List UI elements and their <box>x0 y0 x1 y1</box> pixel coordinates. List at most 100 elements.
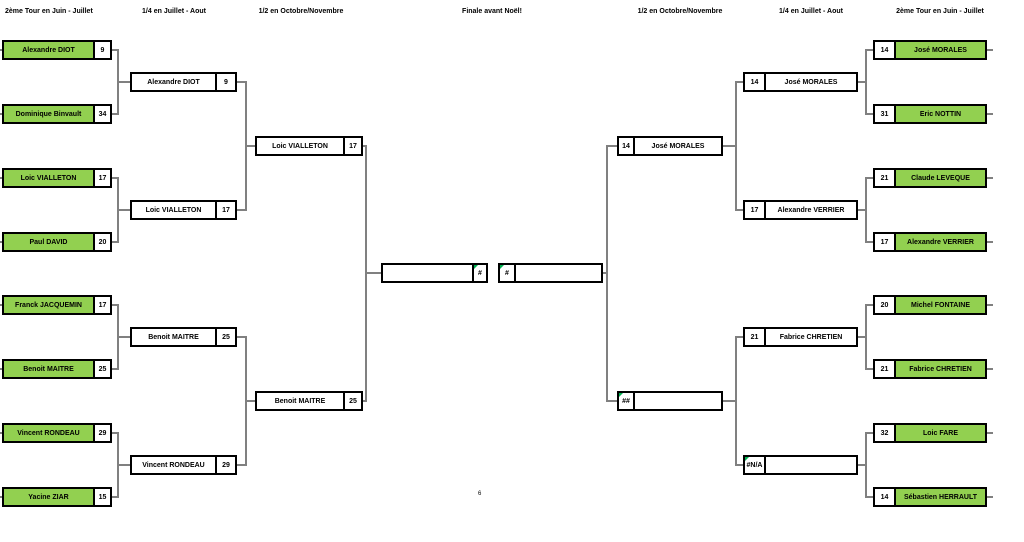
player-score: #N/A <box>745 457 766 473</box>
match-box-right-qf-4: #N/A <box>743 455 858 475</box>
player-name: Franck JACQUEMIN <box>4 297 93 313</box>
player-score: 15 <box>93 489 110 505</box>
player-score: 17 <box>215 202 235 218</box>
player-score: 29 <box>215 457 235 473</box>
player-name: Fabrice CHRETIEN <box>779 333 843 341</box>
player-score: 29 <box>93 425 110 441</box>
match-box-left-qf-2: Loic VIALLETON 17 <box>130 200 237 220</box>
match-box-left-r16-1: Alexandre DIOT 9 <box>2 40 112 60</box>
match-box-left-r16-6: Benoit MAITRE 25 <box>2 359 112 379</box>
player-score: 17 <box>93 170 110 186</box>
match-box-right-sf-1: 14 José MORALES <box>617 136 723 156</box>
player-name: Vincent RONDEAU <box>4 425 93 441</box>
score-text: #N/A <box>746 461 763 469</box>
player-score: 17 <box>875 234 896 250</box>
match-box-right-r16-8: 14 Sébastien HERRAULT <box>873 487 987 507</box>
player-score: ## <box>619 393 635 409</box>
error-indicator-icon <box>745 457 749 461</box>
match-box-left-qf-1: Alexandre DIOT 9 <box>130 72 237 92</box>
error-indicator-icon <box>500 265 504 269</box>
header-final: Finale avant Noël! <box>462 8 522 15</box>
header-round1-right: 2ème Tour en Juin - Juillet <box>896 8 984 15</box>
player-name: Michel FONTAINE <box>896 297 985 313</box>
player-name: Yacine ZIAR <box>4 489 93 505</box>
match-box-left-qf-4: Vincent RONDEAU 29 <box>130 455 237 475</box>
player-name: Loic FARE <box>896 425 985 441</box>
player-name: Eric NOTTIN <box>896 106 985 122</box>
page-number: 6 <box>478 491 482 497</box>
player-name: Alexandre VERRIER <box>896 234 985 250</box>
header-round2-left: 1/4 en Juillet - Aout <box>142 8 206 15</box>
player-score: 32 <box>875 425 896 441</box>
player-name: Fabrice CHRETIEN <box>896 361 985 377</box>
player-name <box>766 457 856 473</box>
player-name: Alexandre VERRIER <box>777 206 845 214</box>
match-box-left-r16-2: Dominique Binvault 34 <box>2 104 112 124</box>
score-text: ## <box>622 397 630 405</box>
player-score: 20 <box>93 234 110 250</box>
player-score: 21 <box>875 170 896 186</box>
player-name: Vincent RONDEAU <box>142 461 205 469</box>
player-name: Paul DAVID <box>4 234 93 250</box>
player-score: 17 <box>343 138 361 154</box>
score-text: # <box>505 269 509 277</box>
player-name: Loic VIALLETON <box>4 170 93 186</box>
player-name: Alexandre DIOT <box>147 78 200 86</box>
match-box-left-r16-5: Franck JACQUEMIN 17 <box>2 295 112 315</box>
player-score: 25 <box>343 393 361 409</box>
player-name: Sébastien HERRAULT <box>896 489 985 505</box>
player-name <box>383 265 472 281</box>
player-name: Alexandre DIOT <box>4 42 93 58</box>
match-box-right-r16-7: 32 Loic FARE <box>873 423 987 443</box>
player-name: Benoit MAITRE <box>274 397 326 405</box>
match-box-right-r16-5: 20 Michel FONTAINE <box>873 295 987 315</box>
player-score: 9 <box>93 42 110 58</box>
player-score: 9 <box>215 74 235 90</box>
match-box-right-r16-1: 14 José MORALES <box>873 40 987 60</box>
player-score: 17 <box>93 297 110 313</box>
match-box-right-r16-3: 21 Claude LEVEQUE <box>873 168 987 188</box>
player-name: José MORALES <box>651 142 705 150</box>
match-box-left-r16-3: Loic VIALLETON 17 <box>2 168 112 188</box>
player-score: 17 <box>745 202 766 218</box>
player-name: José MORALES <box>896 42 985 58</box>
match-box-left-sf-2: Benoit MAITRE 25 <box>255 391 363 411</box>
match-box-left-qf-3: Benoit MAITRE 25 <box>130 327 237 347</box>
player-score: 14 <box>875 42 896 58</box>
match-box-left-r16-7: Vincent RONDEAU 29 <box>2 423 112 443</box>
error-indicator-icon <box>474 265 478 269</box>
match-box-left-r16-4: Paul DAVID 20 <box>2 232 112 252</box>
match-box-right-qf-3: 21 Fabrice CHRETIEN <box>743 327 858 347</box>
player-name: Claude LEVEQUE <box>896 170 985 186</box>
player-score: 14 <box>619 138 635 154</box>
match-box-final-right: # <box>498 263 603 283</box>
header-round1-left: 2ème Tour en Juin - Juillet <box>5 8 93 15</box>
player-score: 20 <box>875 297 896 313</box>
match-box-left-sf-1: Loic VIALLETON 17 <box>255 136 363 156</box>
player-name: Dominique Binvault <box>4 106 93 122</box>
player-score: 14 <box>875 489 896 505</box>
match-box-right-r16-6: 21 Fabrice CHRETIEN <box>873 359 987 379</box>
match-box-right-sf-2: ## <box>617 391 723 411</box>
match-box-final-left: # <box>381 263 488 283</box>
error-indicator-icon <box>619 393 623 397</box>
player-score: 34 <box>93 106 110 122</box>
player-name: José MORALES <box>784 78 838 86</box>
match-box-right-qf-1: 14 José MORALES <box>743 72 858 92</box>
player-score: 25 <box>93 361 110 377</box>
player-score: 25 <box>215 329 235 345</box>
player-name: Benoit MAITRE <box>148 333 199 341</box>
player-score: # <box>472 265 486 281</box>
score-text: # <box>478 269 482 277</box>
player-score: 21 <box>745 329 766 345</box>
header-round3-left: 1/2 en Octobre/Novembre <box>258 8 344 15</box>
player-name <box>635 393 721 409</box>
player-name: Loic VIALLETON <box>145 206 202 214</box>
match-box-right-r16-2: 31 Eric NOTTIN <box>873 104 987 124</box>
match-box-left-r16-8: Yacine ZIAR 15 <box>2 487 112 507</box>
player-score: 14 <box>745 74 766 90</box>
header-round2-right: 1/4 en Juillet - Aout <box>779 8 843 15</box>
player-score: # <box>500 265 516 281</box>
